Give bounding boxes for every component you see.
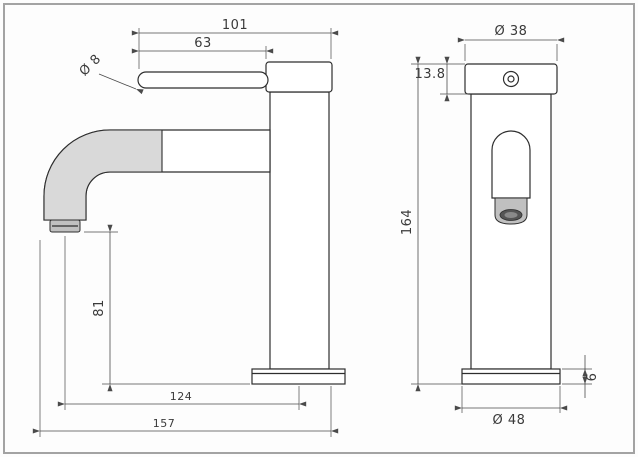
dim-base-thickness: 6 xyxy=(562,355,600,398)
outlet-opening-inner xyxy=(504,212,518,218)
dim-label-top-diameter: Ø 38 xyxy=(495,24,528,39)
dim-overall-reach: 157 xyxy=(32,240,339,437)
lever-handle xyxy=(137,71,269,89)
spout-front xyxy=(491,130,531,199)
dim-overall-height: 164 xyxy=(400,56,465,392)
dim-label-overall-reach: 157 xyxy=(153,417,176,430)
front-view-part xyxy=(461,63,561,385)
dim-outlet-height: 81 xyxy=(84,224,250,392)
dim-label-handle-diameter: Ø 8 xyxy=(77,52,105,80)
base-front xyxy=(461,368,561,385)
dim-label-handle-length: 63 xyxy=(194,36,212,51)
side-view-part xyxy=(43,61,346,385)
handle-cap-side xyxy=(265,61,333,93)
dim-overall-width: 101 xyxy=(131,18,339,69)
dim-label-overall-width: 101 xyxy=(222,18,248,33)
dim-top-diameter: Ø 38 xyxy=(457,24,565,61)
dim-label-overall-height: 164 xyxy=(400,209,415,235)
dim-label-base-diameter: Ø 48 xyxy=(493,413,526,428)
dim-handle-diameter: Ø 8 xyxy=(77,52,144,95)
dim-base-diameter: Ø 48 xyxy=(454,386,568,428)
front-view-dimensions: Ø 38 13.8 164 xyxy=(400,24,600,428)
front-view: Ø 38 13.8 164 xyxy=(400,24,600,428)
dim-handle-length: 63 xyxy=(131,36,274,59)
dim-label-cap-height: 13.8 xyxy=(415,67,446,82)
cap-button-inner-circle xyxy=(507,75,515,83)
dim-outlet-reach: 124 xyxy=(57,236,307,410)
side-view: 101 63 Ø 8 81 xyxy=(32,18,346,437)
dim-label-outlet-height: 81 xyxy=(92,299,107,317)
base-side xyxy=(251,368,346,385)
dim-label-outlet-reach: 124 xyxy=(170,390,193,403)
dim-cap-height: 13.8 xyxy=(415,56,469,102)
faucet-body-side xyxy=(269,91,330,370)
spout-bend-shade xyxy=(43,129,163,221)
dim-label-base-thickness: 6 xyxy=(585,373,600,382)
